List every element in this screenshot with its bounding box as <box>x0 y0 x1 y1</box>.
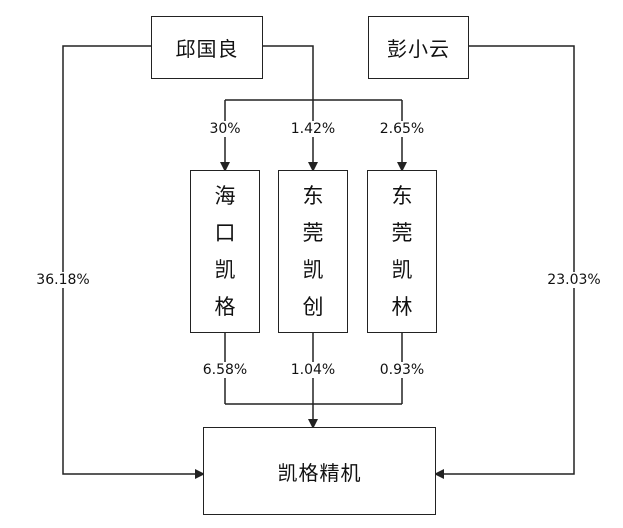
shareholder-peng-label: 彭小云 <box>387 37 450 61</box>
peng-direct-pct: 23.03% <box>545 272 603 288</box>
haikou-out-pct: 6.58% <box>200 362 250 378</box>
kaichuang-in-pct: 1.42% <box>288 121 338 137</box>
kailin-out-pct: 0.93% <box>377 362 427 378</box>
shareholder-qiu-label: 邱国良 <box>175 37 239 61</box>
peng-direct-line <box>434 45 575 479</box>
qiu-direct-pct: 36.18% <box>34 272 92 288</box>
entity-kaichuang-box: 东莞凯创 <box>278 170 348 333</box>
entity-kailin-label: 东莞凯林 <box>391 183 413 319</box>
target-company-box: 凯格精机 <box>203 427 436 515</box>
haikou-in-pct: 30% <box>207 121 243 137</box>
shareholder-peng-box: 彭小云 <box>368 16 469 79</box>
entity-kaichuang-label: 东莞凯创 <box>302 183 324 319</box>
entity-haikou-label: 海口凯格 <box>214 183 236 319</box>
qiu-direct-line <box>62 45 205 479</box>
qiu-to-bus-line <box>263 45 314 113</box>
kaichuang-out-pct: 1.04% <box>288 362 338 378</box>
target-company-label: 凯格精机 <box>277 460 362 485</box>
entity-haikou-box: 海口凯格 <box>190 170 260 333</box>
kailin-in-pct: 2.65% <box>377 121 427 137</box>
shareholder-qiu-box: 邱国良 <box>151 16 263 79</box>
entity-kailin-box: 东莞凯林 <box>367 170 437 333</box>
